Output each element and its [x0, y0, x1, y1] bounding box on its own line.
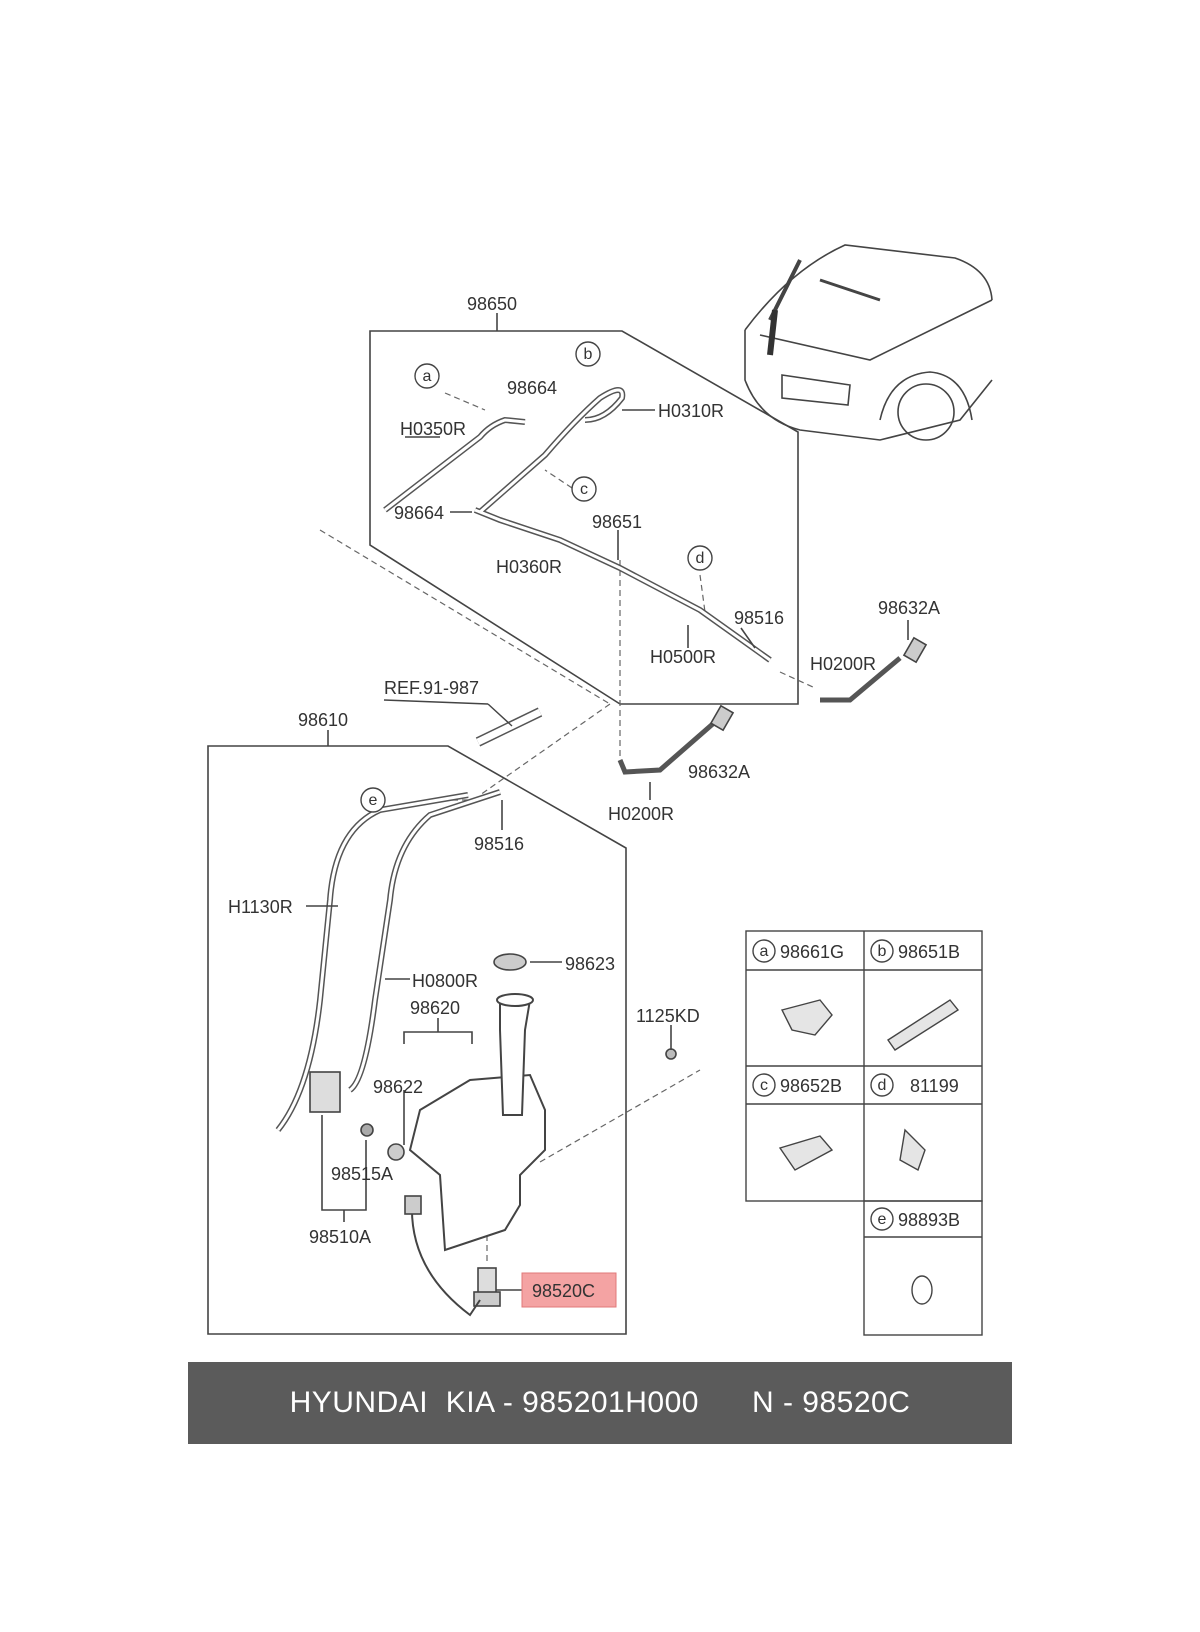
- lower-assembly-outline: [207, 745, 627, 1335]
- label-98664-mid: 98664: [394, 503, 444, 523]
- label-98610: 98610: [298, 710, 348, 730]
- callout-c-text: c: [580, 481, 588, 498]
- label-h0310r: H0310R: [658, 401, 724, 421]
- legend-c-circle: [752, 1073, 776, 1097]
- legend-table: [745, 930, 983, 1336]
- legend-a-letter: a: [760, 943, 769, 960]
- part-number-caption: HYUNDAI KIA - 985201H000 N - 98520C: [289, 1386, 911, 1419]
- legend-e-code: 98893B: [898, 1210, 960, 1230]
- label-98623: 98623: [565, 954, 615, 974]
- legend-d-letter: d: [878, 1077, 887, 1094]
- legend-c-letter: c: [760, 1077, 768, 1094]
- label-98632a-right: 98632A: [878, 598, 940, 618]
- callout-a-text: a: [423, 368, 432, 385]
- label-98516-lower: 98516: [474, 834, 524, 854]
- label-98651: 98651: [592, 512, 642, 532]
- callout-c: [571, 476, 597, 502]
- label-h0200r-center: H0200R: [608, 804, 674, 824]
- legend-e-circle: [870, 1207, 894, 1231]
- label-98632a-center: 98632A: [688, 762, 750, 782]
- legend-b-letter: b: [878, 943, 887, 960]
- legend-b-code: 98651B: [898, 942, 960, 962]
- label-h0350r: H0350R: [400, 419, 466, 439]
- label-98516-upper: 98516: [734, 608, 784, 628]
- legend-b-circle: [870, 939, 894, 963]
- label-h1130r: H1130R: [228, 897, 293, 917]
- label-1125kd: 1125KD: [636, 1006, 700, 1026]
- highlight-box: [521, 1272, 617, 1308]
- label-h0360r: H0360R: [496, 557, 562, 577]
- label-98515a: 98515A: [331, 1164, 393, 1184]
- callout-d-text: d: [696, 550, 705, 567]
- legend-c-code: 98652B: [780, 1076, 842, 1096]
- callout-d: [687, 545, 713, 571]
- legend-a-circle: [752, 939, 776, 963]
- callout-e: [360, 787, 386, 813]
- legend-e-letter: e: [878, 1211, 887, 1228]
- part-number-caption-bar: HYUNDAI KIA - 985201H000 N - 98520C: [188, 1362, 1012, 1444]
- label-98664-top: 98664: [507, 378, 557, 398]
- callout-b-text: b: [584, 346, 593, 363]
- label-98510a: 98510A: [309, 1227, 371, 1247]
- label-98650: 98650: [467, 294, 517, 314]
- upper-assembly-outline: [369, 330, 799, 705]
- label-98520c-highlight: 98520C: [532, 1281, 595, 1301]
- vehicle-locator-image: [744, 244, 993, 441]
- label-h0500r: H0500R: [650, 647, 716, 667]
- label-h0800r: H0800R: [412, 971, 478, 991]
- label-h0200r-right: H0200R: [810, 654, 876, 674]
- label-98622: 98622: [373, 1077, 423, 1097]
- label-98620: 98620: [410, 998, 460, 1018]
- legend-d-code: 81199: [910, 1076, 959, 1096]
- reservoir-tank: [408, 1073, 546, 1252]
- callout-a: [414, 363, 440, 389]
- label-ref: REF.91-987: [384, 678, 479, 698]
- callout-e-text: e: [369, 792, 378, 809]
- callout-b: [575, 341, 601, 367]
- legend-d-circle: [870, 1073, 894, 1097]
- legend-a-code: 98661G: [780, 942, 844, 962]
